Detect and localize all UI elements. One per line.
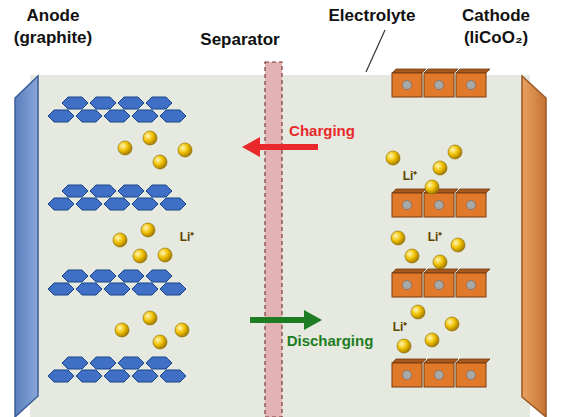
ion-label: Li⁺ <box>180 230 195 244</box>
graphite-hexagon <box>76 283 102 295</box>
process-label: Discharging <box>287 332 374 350</box>
graphite-hexagon <box>160 110 186 122</box>
lithium-ion <box>445 317 459 331</box>
graphite-hexagon <box>132 370 158 382</box>
graphite-hexagon <box>146 97 172 109</box>
lithium-ion <box>133 249 147 263</box>
discharging-arrow <box>250 317 306 323</box>
graphite-hexagon <box>132 110 158 122</box>
graphite-hexagon <box>104 283 130 295</box>
process-label: Charging <box>289 122 355 140</box>
graphite-hexagon <box>132 283 158 295</box>
lithium-ion <box>153 335 167 349</box>
part-name: Separator <box>200 30 279 50</box>
lithium-ion <box>113 233 127 247</box>
part-name: Electrolyte <box>329 6 416 26</box>
licoo2-tile <box>392 69 426 97</box>
lithium-ion <box>178 143 192 157</box>
electrode-material: (liCoO₂) <box>464 28 528 48</box>
lithium-ions <box>113 131 465 353</box>
licoo2-tile <box>456 269 490 297</box>
lithium-ion <box>405 249 419 263</box>
graphite-hexagon <box>62 97 88 109</box>
lithium-ion <box>433 255 447 269</box>
cathode-plate <box>522 76 546 417</box>
graphite-hexagon <box>146 185 172 197</box>
lithium-ion <box>153 155 167 169</box>
graphite-hexagon <box>76 198 102 210</box>
lithium-ion <box>141 223 155 237</box>
graphite-hexagon <box>118 97 144 109</box>
lithium-ion <box>397 339 411 353</box>
graphite-hexagon <box>76 370 102 382</box>
graphite-hexagon <box>62 270 88 282</box>
licoo2-tile <box>424 269 458 297</box>
licoo2-tile <box>456 69 490 97</box>
graphite-hexagon <box>146 270 172 282</box>
charging-arrowhead <box>242 137 260 157</box>
lithium-ion <box>158 248 172 262</box>
licoo2-tile <box>392 269 426 297</box>
graphite-hexagon <box>90 270 116 282</box>
licoo2-tile <box>424 69 458 97</box>
graphite-hexagon <box>118 185 144 197</box>
lithium-ion <box>118 141 132 155</box>
graphite-hexagon <box>132 198 158 210</box>
electrode-material: (graphite) <box>14 28 92 48</box>
graphite-hexagon <box>160 370 186 382</box>
graphite-hexagon <box>62 357 88 369</box>
lithium-ion <box>411 305 425 319</box>
graphite-hexagon <box>90 185 116 197</box>
charging-arrow <box>258 144 318 150</box>
lithium-ion <box>115 323 129 337</box>
graphite-hexagon <box>104 110 130 122</box>
lithium-ion <box>448 145 462 159</box>
electrode-name: Anode <box>27 6 80 26</box>
graphite-hexagon <box>48 370 74 382</box>
discharging-arrowhead <box>304 310 322 330</box>
graphite-hexagon <box>48 283 74 295</box>
graphite-hexagon <box>90 97 116 109</box>
graphite-hexagon <box>104 198 130 210</box>
lithium-ion <box>143 311 157 325</box>
graphite-hexagon <box>48 198 74 210</box>
lithium-ion <box>425 333 439 347</box>
licoo2-layers <box>392 69 490 387</box>
graphite-hexagon <box>118 270 144 282</box>
ion-label: Li⁺ <box>428 230 443 244</box>
anode-plate <box>15 76 38 417</box>
lithium-ion <box>451 238 465 252</box>
graphite-hexagon <box>160 283 186 295</box>
graphite-hexagon <box>146 357 172 369</box>
licoo2-tile <box>392 189 426 217</box>
graphite-hexagon <box>76 110 102 122</box>
licoo2-tile <box>392 359 426 387</box>
separator-sheet <box>265 62 282 417</box>
graphite-hexagon <box>48 110 74 122</box>
lithium-ion <box>433 161 447 175</box>
licoo2-tile <box>456 189 490 217</box>
graphite-hexagon <box>90 357 116 369</box>
licoo2-tile <box>424 359 458 387</box>
lithium-ion <box>143 131 157 145</box>
leader-line <box>366 30 385 72</box>
licoo2-tile <box>456 359 490 387</box>
lithium-ion <box>425 180 439 194</box>
graphite-layers <box>48 97 186 382</box>
graphite-hexagon <box>104 370 130 382</box>
lithium-ion <box>175 323 189 337</box>
graphite-hexagon <box>118 357 144 369</box>
ion-label: Li⁺ <box>393 320 408 334</box>
graphite-hexagon <box>160 198 186 210</box>
graphite-hexagon <box>62 185 88 197</box>
lithium-ion <box>386 151 400 165</box>
electrode-name: Cathode <box>462 6 530 26</box>
ion-label: Li⁺ <box>403 169 418 183</box>
lithium-ion <box>391 231 405 245</box>
